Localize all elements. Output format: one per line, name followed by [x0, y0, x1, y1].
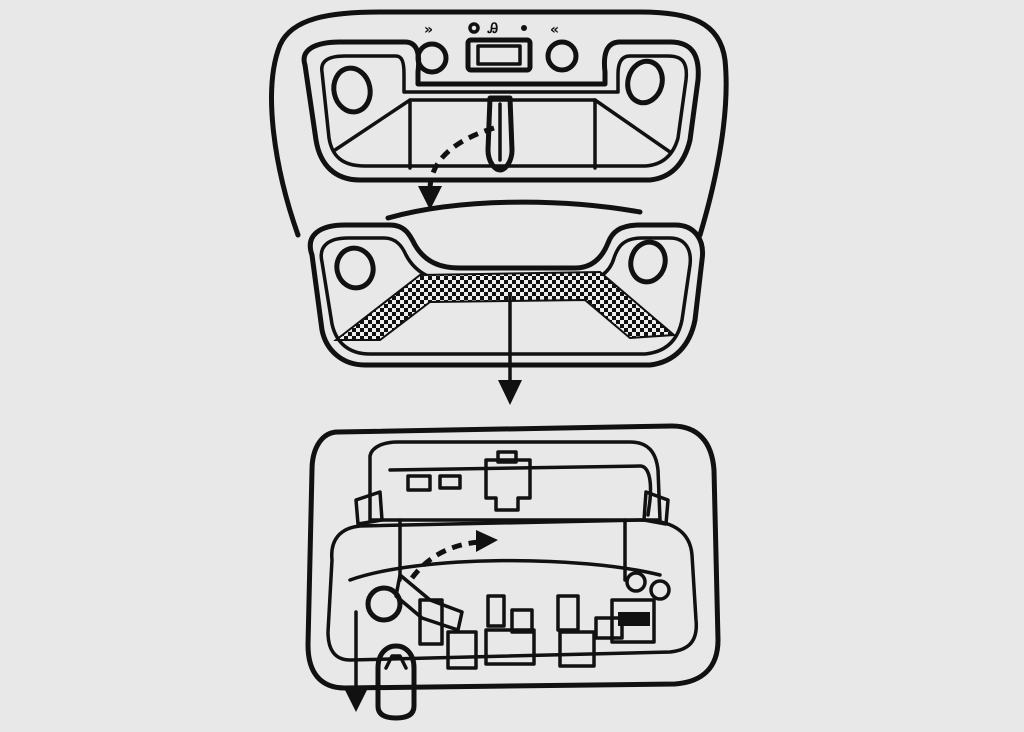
screwdriver-tool: [485, 95, 515, 173]
arrow-icon: [427, 125, 495, 191]
map-light-icon: [628, 239, 668, 285]
arrow-icon: [409, 539, 481, 580]
lens-panel: [319, 236, 693, 356]
map-light-icon: [625, 58, 665, 106]
arrow-icon: [345, 690, 367, 712]
lens-removed: [307, 222, 706, 405]
svg-text:»: »: [424, 22, 433, 38]
svg-text:«: «: [550, 22, 559, 38]
bulb-socket: [365, 585, 403, 623]
switch-icon: [545, 39, 579, 73]
svg-text:Ꭿ: Ꭿ: [487, 21, 498, 37]
map-light-icon: [334, 245, 376, 291]
map-light-icon: [331, 65, 373, 115]
switch-icon: [415, 41, 449, 75]
housing-bulbs-exposed: [305, 423, 721, 721]
switch-icon: [465, 37, 533, 73]
arrow-icon: [498, 380, 522, 405]
console-installed: » Ꭿ «: [269, 9, 729, 238]
lens-hatch: [333, 270, 677, 341]
bulb-icon: [375, 643, 417, 721]
